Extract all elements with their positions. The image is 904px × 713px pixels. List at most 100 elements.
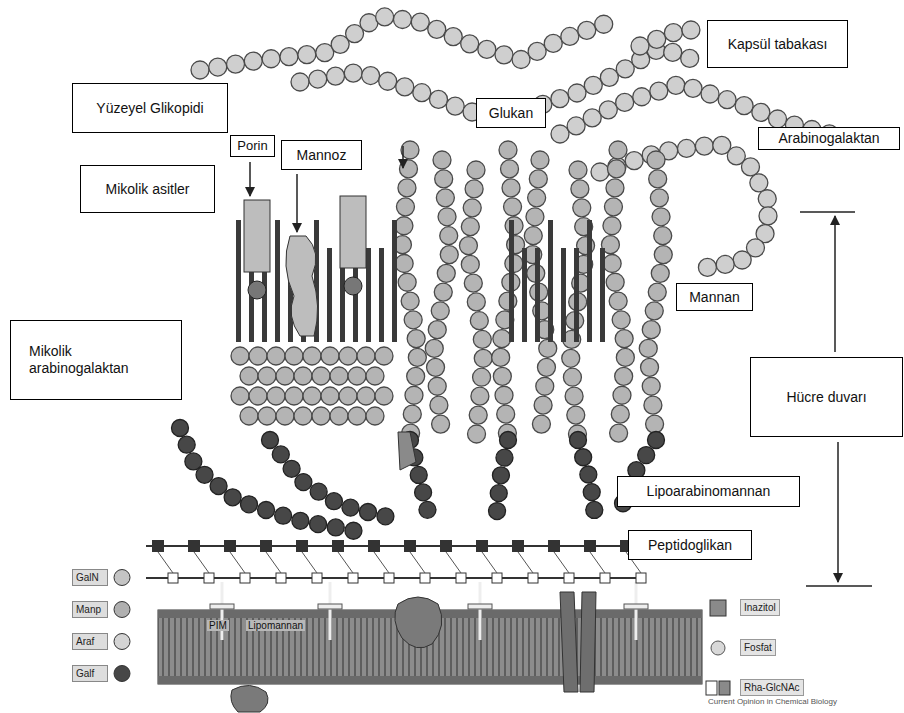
sugar-residue	[496, 449, 513, 466]
sugar-residue	[348, 407, 366, 425]
sugar-residue	[172, 420, 189, 437]
sugar-residue	[298, 46, 316, 64]
peptidoglycan-unit	[564, 573, 574, 583]
sugar-residue	[651, 264, 669, 282]
peptide-bridge	[338, 552, 353, 573]
sugar-residue	[584, 76, 602, 94]
sugar-residue	[536, 377, 554, 395]
sugar-residue	[276, 367, 294, 385]
sugar-residue	[701, 85, 719, 103]
sugar-residue	[648, 432, 665, 449]
sugar-residue	[262, 432, 279, 449]
sugar-residue	[606, 273, 624, 291]
sugar-residue	[465, 180, 483, 198]
sugar-residue	[648, 283, 666, 301]
sugar-residue	[366, 407, 384, 425]
peptide-bridge	[302, 552, 317, 573]
sugar-residue	[544, 34, 562, 52]
label-text: Arabinogalaktan	[778, 130, 879, 147]
sugar-residue	[638, 447, 655, 464]
leader-arrow	[402, 146, 404, 168]
mycolic-acid	[535, 248, 540, 342]
legend-text: GalN	[72, 569, 108, 586]
peptidoglycan-unit	[528, 573, 538, 583]
sugar-residue	[196, 466, 213, 483]
sugar-residue	[681, 49, 699, 67]
label-box: Kapsül tabakası	[707, 20, 848, 68]
legend-swatch	[114, 602, 130, 618]
sugar-residue	[395, 217, 413, 235]
sugar-residue	[327, 67, 345, 85]
sugar-residue	[432, 415, 450, 433]
sugar-residue	[440, 227, 458, 245]
sugar-residue	[478, 40, 496, 58]
peptidoglycan-unit	[600, 573, 610, 583]
peptidoglycan-unit	[152, 540, 164, 552]
peptide-bridge	[158, 552, 173, 573]
sugar-residue	[399, 160, 417, 178]
legend-swatch	[711, 641, 725, 655]
sugar-residue	[405, 386, 423, 404]
sugar-residue	[419, 501, 436, 518]
sugar-residue	[500, 432, 517, 449]
peptidoglycan-unit	[204, 573, 214, 583]
sugar-residue	[539, 339, 557, 357]
sugar-residue	[224, 489, 241, 506]
sugar-residue	[375, 347, 393, 365]
sugar-residue	[209, 58, 227, 76]
sugar-residue	[396, 198, 414, 216]
sugar-residue	[276, 407, 294, 425]
sugar-residue	[595, 15, 613, 33]
sugar-residue	[461, 35, 479, 53]
label-text: Hücre duvarı	[786, 389, 866, 406]
sugar-residue	[395, 255, 413, 273]
sugar-residue	[759, 207, 777, 225]
sugar-residue	[327, 519, 344, 536]
sugar-residue	[650, 189, 668, 207]
sugar-residue	[695, 137, 713, 155]
sugar-residue	[573, 199, 591, 217]
mycolic-acid	[522, 248, 527, 342]
sugar-residue	[467, 293, 485, 311]
sugar-residue	[531, 151, 549, 169]
mycolic-acid	[509, 220, 514, 342]
sugar-residue	[492, 467, 509, 484]
sugar-residue	[249, 347, 267, 365]
sugar-residue	[735, 97, 753, 115]
sugar-residue	[464, 274, 482, 292]
sugar-residue	[493, 330, 511, 348]
legend-swatch	[719, 681, 730, 695]
sugar-residue	[586, 501, 603, 518]
sugar-residue	[227, 55, 245, 73]
sugar-residue	[431, 302, 449, 320]
sugar-residue	[178, 436, 195, 453]
sugar-residue	[565, 387, 583, 405]
peptidoglycan-unit	[476, 540, 488, 552]
sugar-residue	[321, 387, 339, 405]
sugar-residue	[504, 198, 522, 216]
sugar-residue	[495, 386, 513, 404]
legend-swatch	[114, 666, 130, 682]
sugar-residue	[528, 189, 546, 207]
sugar-residue	[425, 339, 443, 357]
mycolic-acid	[392, 220, 397, 342]
peptide-bridge	[230, 552, 245, 573]
sugar-residue	[291, 73, 309, 91]
sugar-residue	[606, 179, 624, 197]
label-box: Peptidoglikan	[628, 530, 752, 560]
label-text: Mannan	[689, 289, 740, 306]
peptidoglycan-unit	[312, 573, 322, 583]
peptidoglycan-unit	[224, 540, 236, 552]
peptide-bridge	[266, 552, 281, 573]
sugar-residue	[461, 255, 479, 273]
sugar-residue	[604, 198, 622, 216]
sugar-residue	[489, 503, 506, 520]
sugar-residue	[650, 82, 668, 100]
sugar-residue	[750, 174, 768, 192]
peptidoglycan-unit	[584, 540, 596, 552]
sugar-residue	[567, 406, 585, 424]
sugar-residue	[396, 78, 414, 96]
sugar-residue	[769, 110, 787, 128]
sugar-residue	[275, 507, 292, 524]
sugar-residue	[524, 227, 542, 245]
